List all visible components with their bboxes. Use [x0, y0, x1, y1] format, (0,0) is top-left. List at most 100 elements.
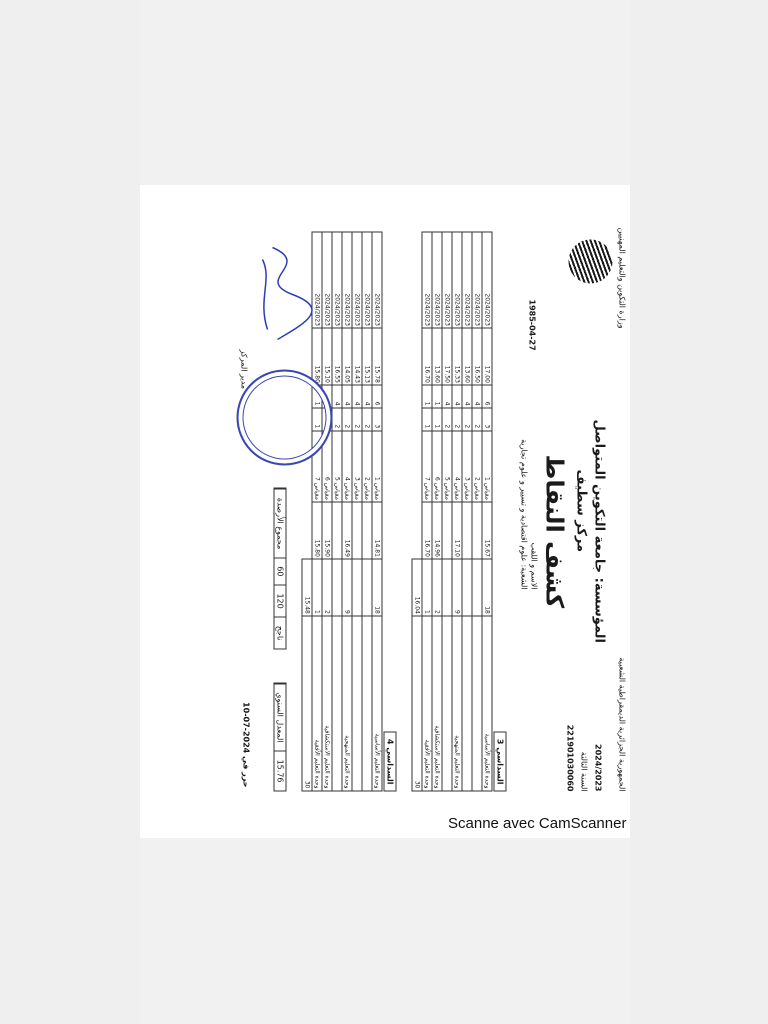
- cell-credits: 9: [342, 559, 352, 617]
- cell-grade: 16.49: [342, 502, 352, 560]
- cell-credits: 1: [422, 559, 432, 617]
- academic-year: 2024/2023: [593, 744, 603, 792]
- cell-mark: 17.50: [442, 328, 452, 386]
- cell-coef: 1: [432, 408, 442, 431]
- cell-mark: 14.05: [342, 328, 352, 386]
- cell-credits: [352, 559, 362, 617]
- cell-unit: [362, 616, 372, 791]
- cell-mark: 13.60: [432, 328, 442, 386]
- cell-coef: 3: [372, 408, 382, 431]
- cell-grade: [362, 502, 372, 560]
- summary-box: مجموع الأرصدة 60 120 ناجح: [273, 487, 287, 650]
- cell-session: 2024/2023: [452, 232, 462, 329]
- cell-credit: 4: [342, 385, 352, 409]
- cell-coef: 2: [352, 408, 362, 431]
- cell-credit: 4: [472, 385, 482, 409]
- summary-credits: 60: [274, 557, 286, 585]
- cell-unit: وحدة التعليم الأساسية: [482, 616, 492, 791]
- cell-credits: [472, 559, 482, 617]
- cell-session: 2024/2023: [352, 232, 362, 329]
- institution-logo-icon: [568, 239, 613, 284]
- cell-module: مقياس 2: [362, 430, 372, 503]
- cell-unit: [472, 616, 482, 791]
- cell-mark: 14.43: [352, 328, 362, 386]
- cell-module: مقياس 2: [472, 430, 482, 503]
- republic-line: الجمهورية الجزائرية الديمقراطية الشعبية: [617, 657, 627, 792]
- cell-module: مقياس 1: [482, 430, 492, 503]
- birth-date: 1985-04-27: [527, 299, 537, 351]
- cell-credit: 4: [442, 385, 452, 409]
- cell-grade: 17.10: [452, 502, 462, 560]
- ministry-line: وزارة التكوين والتعليم المهنيين: [617, 227, 627, 329]
- cell-module: مقياس 6: [432, 430, 442, 503]
- cell-coef: 2: [332, 408, 342, 431]
- scan-top-margin: [140, 0, 630, 185]
- cell-credits: 1: [312, 559, 322, 617]
- annual-average-box: المعدل السنوي 15.76: [273, 682, 287, 792]
- cell-coef: 2: [462, 408, 472, 431]
- cell-module: مقياس 4: [342, 430, 352, 503]
- cell-grade: [352, 502, 362, 560]
- semester-average: 16.04: [412, 559, 422, 617]
- cell-unit: [442, 616, 452, 791]
- cell-grade: [462, 502, 472, 560]
- cell-unit: [352, 616, 362, 791]
- cell-mark: 13.60: [462, 328, 472, 386]
- cell-unit: وحدة التعليم الاستكشافية: [432, 616, 442, 791]
- cell-module: مقياس 7: [422, 430, 432, 503]
- annual-average-label: المعدل السنوي: [274, 683, 286, 751]
- cell-coef: 2: [472, 408, 482, 431]
- cell-credit: 1: [432, 385, 442, 409]
- transcript-sheet: الجمهورية الجزائرية الديمقراطية الشعبية …: [228, 220, 633, 800]
- summary-decision: ناجح: [274, 616, 286, 649]
- cell-session: 2024/2023: [342, 232, 352, 329]
- issue-date: حرر في 2024-07-10: [241, 702, 251, 788]
- cell-module: مقياس 1: [372, 430, 382, 503]
- total-credits: 30: [412, 616, 422, 791]
- cell-coef: 1: [422, 408, 432, 431]
- cell-credit: 4: [452, 385, 462, 409]
- cell-credits: [442, 559, 452, 617]
- scanner-footer: Scanne avec CamScanner: [448, 815, 627, 832]
- cell-session: 2024/2023: [482, 232, 492, 329]
- cell-mark: 15.13: [362, 328, 372, 386]
- cell-mark: 16.55: [332, 328, 342, 386]
- page-title: كشف النقاط: [540, 454, 569, 609]
- registration-number: 221901030060: [565, 724, 575, 792]
- cell-mark: 16.50: [472, 328, 482, 386]
- cell-grade: 15.80: [312, 502, 322, 560]
- cell-session: 2024/2023: [372, 232, 382, 329]
- level: السنة الثالثة: [579, 751, 589, 792]
- handwritten-signature-icon: [261, 246, 313, 341]
- total-credits: 30: [302, 616, 312, 791]
- cell-mark: 15.78: [372, 328, 382, 386]
- signature-label: مدير المركز: [239, 349, 249, 390]
- cell-session: 2024/2023: [422, 232, 432, 329]
- cell-session: 2024/2023: [332, 232, 342, 329]
- cell-coef: 2: [362, 408, 372, 431]
- cell-module: مقياس 3: [462, 430, 472, 503]
- cell-session: 2024/2023: [442, 232, 452, 329]
- cell-coef: 3: [482, 408, 492, 431]
- cell-session: 2024/2023: [362, 232, 372, 329]
- annual-average: 15.76: [274, 750, 286, 791]
- official-stamp-icon: [236, 369, 333, 466]
- cell-credit: 6: [372, 385, 382, 409]
- center-name: مركز سطيف: [573, 469, 589, 553]
- cell-unit: وحدة التعليم الاستكشافية: [322, 616, 332, 791]
- cell-module: مقياس 4: [452, 430, 462, 503]
- cell-grade: [472, 502, 482, 560]
- cell-unit: وحدة التعليم الأفقية: [422, 616, 432, 791]
- cell-unit: وحدة التعليم الأفقية: [312, 616, 322, 791]
- summary-credits-label: مجموع الأرصدة: [274, 488, 286, 558]
